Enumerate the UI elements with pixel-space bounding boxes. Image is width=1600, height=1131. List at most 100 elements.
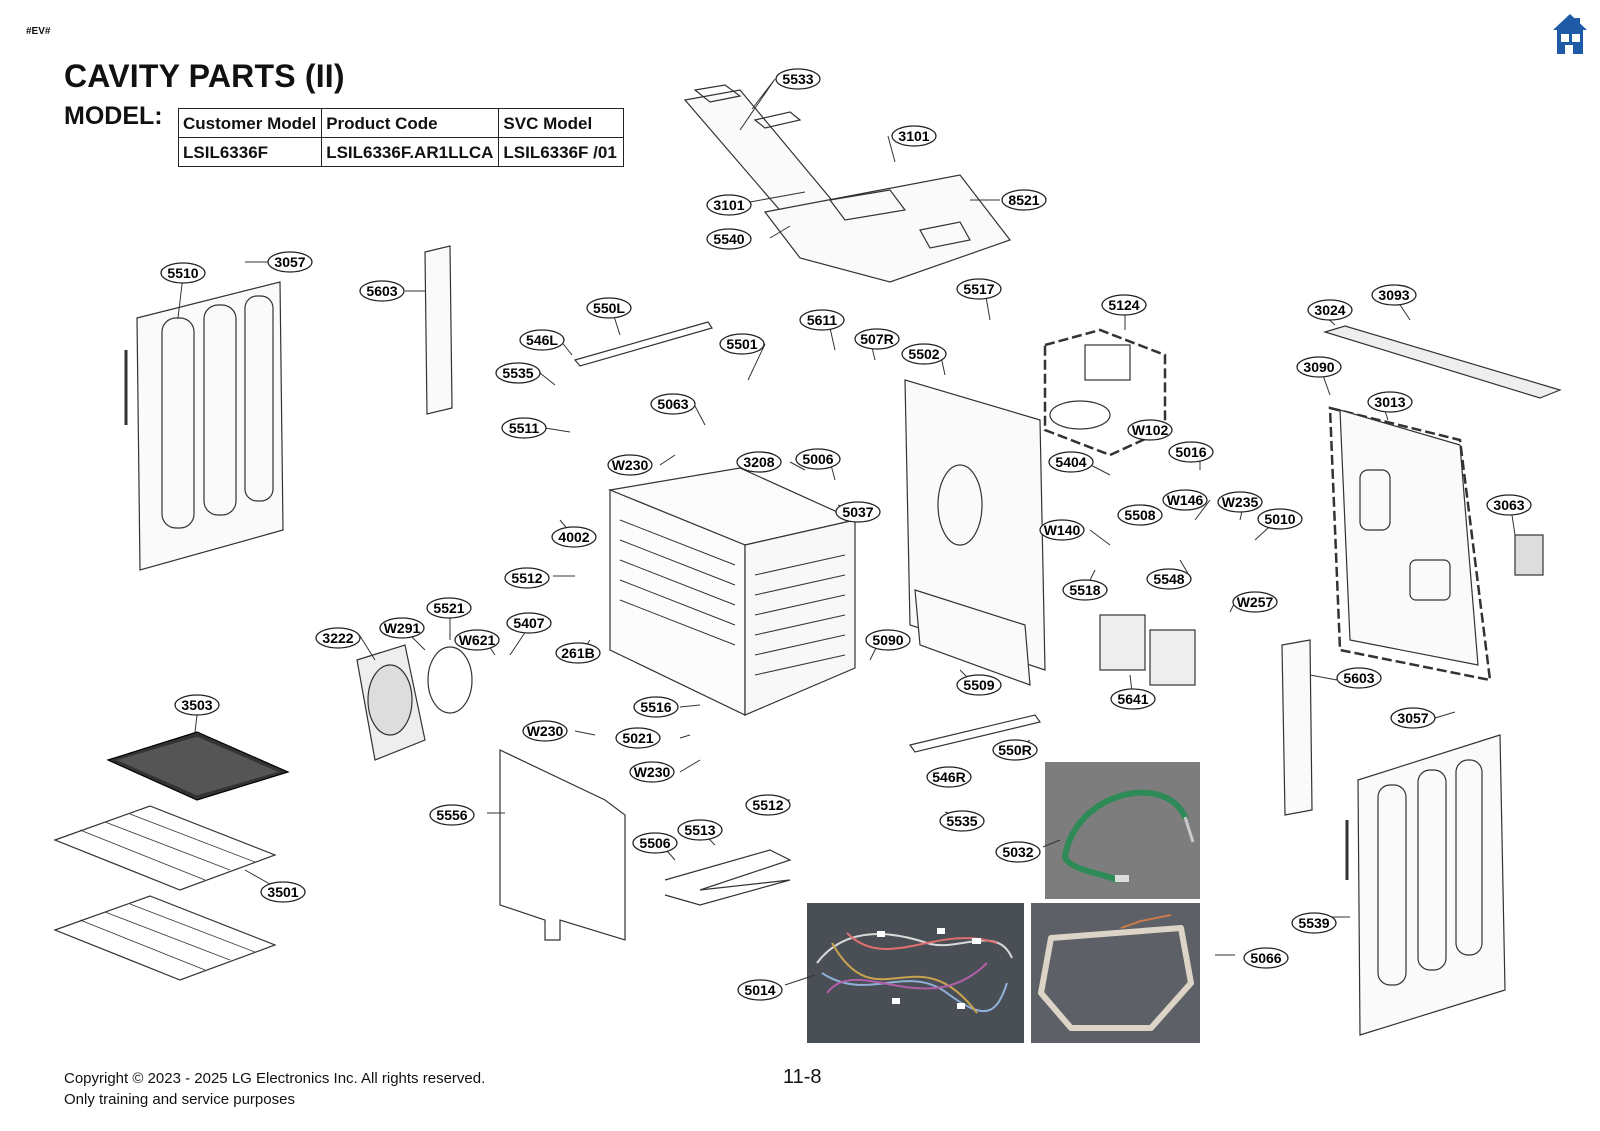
part-callout[interactable]: 5501	[719, 333, 765, 355]
part-callout[interactable]: 5502	[901, 343, 947, 365]
svg-text:5521: 5521	[433, 600, 464, 616]
part-callout[interactable]: 3057	[267, 251, 313, 273]
part-callout[interactable]: 5508	[1117, 504, 1163, 526]
part-callout[interactable]: 3208	[736, 451, 782, 473]
part-callout[interactable]: 5014	[737, 979, 783, 1001]
part-callout[interactable]: 3501	[260, 881, 306, 903]
part-callout[interactable]: 3090	[1296, 356, 1342, 378]
part-callout[interactable]: 5090	[865, 629, 911, 651]
part-callout[interactable]: 5517	[956, 278, 1002, 300]
home-icon[interactable]	[1551, 12, 1589, 56]
part-callout[interactable]: 5016	[1168, 441, 1214, 463]
part-callout[interactable]: 5603	[359, 280, 405, 302]
part-callout[interactable]: W140	[1039, 519, 1085, 541]
part-callout[interactable]: W291	[379, 617, 425, 639]
svg-text:5404: 5404	[1055, 454, 1086, 470]
part-callout[interactable]: 5535	[939, 810, 985, 832]
part-callout[interactable]: 5037	[835, 501, 881, 523]
svg-text:5641: 5641	[1117, 691, 1148, 707]
svg-text:3101: 3101	[713, 197, 744, 213]
part-callout[interactable]: 5021	[615, 727, 661, 749]
part-callout[interactable]: W230	[522, 720, 568, 742]
part-callout[interactable]: 5032	[995, 841, 1041, 863]
part-callout[interactable]: 5063	[650, 393, 696, 415]
part-callout[interactable]: 550R	[992, 739, 1038, 761]
part-callout[interactable]: 5513	[677, 819, 723, 841]
part-callout[interactable]: 3093	[1371, 284, 1417, 306]
part-callout[interactable]: 3013	[1367, 391, 1413, 413]
part-callout[interactable]: 5540	[706, 228, 752, 250]
part-callout[interactable]: 5641	[1110, 688, 1156, 710]
svg-text:5512: 5512	[752, 797, 783, 813]
part-callout[interactable]: 261B	[555, 642, 601, 664]
part-callout[interactable]: 5511	[501, 417, 547, 439]
part-callout[interactable]: 3024	[1307, 299, 1353, 321]
svg-text:3501: 3501	[267, 884, 298, 900]
part-callout[interactable]: W146	[1162, 489, 1208, 511]
svg-text:5556: 5556	[436, 807, 467, 823]
part-callout[interactable]: 5124	[1101, 294, 1147, 316]
part-callout[interactable]: 5506	[632, 832, 678, 854]
svg-text:3013: 3013	[1374, 394, 1405, 410]
svg-text:5063: 5063	[657, 396, 688, 412]
part-callout[interactable]: 3503	[174, 694, 220, 716]
table-row: LSIL6336F LSIL6336F.AR1LLCA LSIL6336F /0…	[177, 137, 625, 167]
part-callout[interactable]: 4002	[551, 526, 597, 548]
document-code: #EV#	[26, 26, 51, 37]
svg-text:3057: 3057	[1397, 710, 1428, 726]
part-callout[interactable]: 5611	[799, 309, 845, 331]
part-callout[interactable]: 3101	[891, 125, 937, 147]
part-callout[interactable]: 546R	[926, 766, 972, 788]
svg-text:546L: 546L	[526, 332, 558, 348]
part-callout[interactable]: W230	[629, 761, 675, 783]
svg-text:5037: 5037	[842, 504, 873, 520]
table-header-cell: SVC Model	[498, 108, 625, 138]
part-callout[interactable]: 3101	[706, 194, 752, 216]
svg-text:5032: 5032	[1002, 844, 1033, 860]
part-callout[interactable]: 5512	[504, 567, 550, 589]
svg-text:W230: W230	[612, 457, 649, 473]
part-callout[interactable]: 5548	[1146, 568, 1192, 590]
part-callout[interactable]: 5521	[426, 597, 472, 619]
part-callout[interactable]: W102	[1127, 419, 1173, 441]
part-callout[interactable]: 5518	[1062, 579, 1108, 601]
part-callout[interactable]: 3057	[1390, 707, 1436, 729]
part-callout[interactable]: 5539	[1291, 912, 1337, 934]
svg-text:5016: 5016	[1175, 444, 1206, 460]
part-callout[interactable]: 5407	[506, 612, 552, 634]
svg-text:5506: 5506	[639, 835, 670, 851]
part-callout[interactable]: 5404	[1048, 451, 1094, 473]
part-callout[interactable]: 3222	[315, 627, 361, 649]
svg-text:5407: 5407	[513, 615, 544, 631]
svg-text:W102: W102	[1132, 422, 1169, 438]
svg-text:5535: 5535	[502, 365, 533, 381]
part-callout[interactable]: W235	[1217, 491, 1263, 513]
table-cell: LSIL6336F /01	[498, 137, 625, 167]
part-callout[interactable]: 5516	[633, 696, 679, 718]
part-callout[interactable]: 550L	[586, 297, 632, 319]
part-callout[interactable]: 5006	[795, 448, 841, 470]
part-callout[interactable]: 5535	[495, 362, 541, 384]
svg-text:261B: 261B	[561, 645, 594, 661]
part-callout[interactable]: 546L	[519, 329, 565, 351]
part-callout[interactable]: W621	[454, 629, 500, 651]
part-callout[interactable]: 5510	[160, 262, 206, 284]
part-callout[interactable]: W230	[607, 454, 653, 476]
part-callout[interactable]: 5509	[956, 674, 1002, 696]
part-callout[interactable]: 5010	[1257, 508, 1303, 530]
part-callout[interactable]: W257	[1232, 591, 1278, 613]
part-callout[interactable]: 5533	[775, 68, 821, 90]
svg-text:8521: 8521	[1008, 192, 1039, 208]
copyright-text: Copyright © 2023 - 2025 LG Electronics I…	[64, 1070, 486, 1087]
part-callout[interactable]: 8521	[1001, 189, 1047, 211]
part-callout[interactable]: 5603	[1336, 667, 1382, 689]
svg-text:5516: 5516	[640, 699, 671, 715]
svg-text:5535: 5535	[946, 813, 977, 829]
part-callout[interactable]: 3063	[1486, 494, 1532, 516]
table-cell: LSIL6336F	[177, 137, 323, 167]
part-callout[interactable]: 5066	[1243, 947, 1289, 969]
part-callout[interactable]: 5512	[745, 794, 791, 816]
part-callout[interactable]: 5556	[429, 804, 475, 826]
part-callout[interactable]: 507R	[854, 328, 900, 350]
model-table: Customer Model Product Code SVC Model LS…	[177, 108, 625, 167]
